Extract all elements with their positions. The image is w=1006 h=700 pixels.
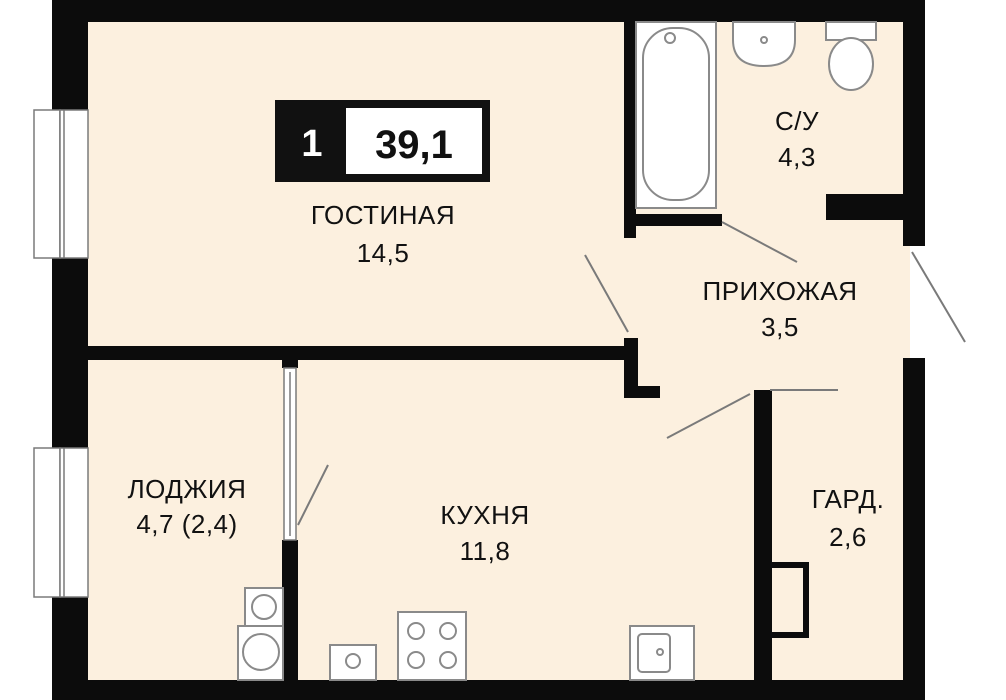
kitchen-sink-icon: [629, 625, 695, 681]
rooms-count: 1: [301, 123, 322, 165]
stove-icon: [397, 611, 467, 681]
washing-machine-icon: [237, 587, 284, 681]
bathroom-name: С/У: [775, 106, 819, 136]
kitchen-area: 11,8: [460, 536, 511, 566]
area-badge: 1 39,1: [275, 100, 490, 182]
door-kitchen: [666, 393, 751, 439]
outer-walls: [52, 0, 925, 700]
wardrobe-name: ГАРД.: [812, 484, 885, 514]
bathtub-icon: [635, 21, 717, 209]
kitchen-name: КУХНЯ: [440, 500, 529, 530]
living-room-area: 14,5: [357, 238, 410, 268]
hallway-area: 3,5: [761, 312, 799, 342]
living-room-name: ГОСТИНАЯ: [311, 200, 455, 230]
loggia-area: 4,7 (2,4): [136, 509, 237, 539]
door-living: [584, 254, 629, 333]
doors: [297, 221, 966, 526]
bathroom-area: 4,3: [778, 142, 816, 172]
loggia-name: ЛОДЖИЯ: [128, 474, 247, 504]
wardrobe-area: 2,6: [829, 522, 867, 552]
total-area: 39,1: [375, 123, 453, 167]
toilet-icon: [825, 21, 877, 91]
washbasin-icon: [732, 21, 796, 68]
fridge-icon: [329, 644, 377, 681]
window-living: [33, 109, 89, 259]
loggia-partition: [283, 367, 297, 541]
hallway-name: ПРИХОЖАЯ: [703, 276, 858, 306]
door-entrance: [911, 251, 966, 343]
door-loggia: [297, 464, 329, 526]
interior-walls: [86, 10, 904, 690]
window-loggia: [33, 447, 89, 598]
door-bathroom: [721, 221, 798, 263]
